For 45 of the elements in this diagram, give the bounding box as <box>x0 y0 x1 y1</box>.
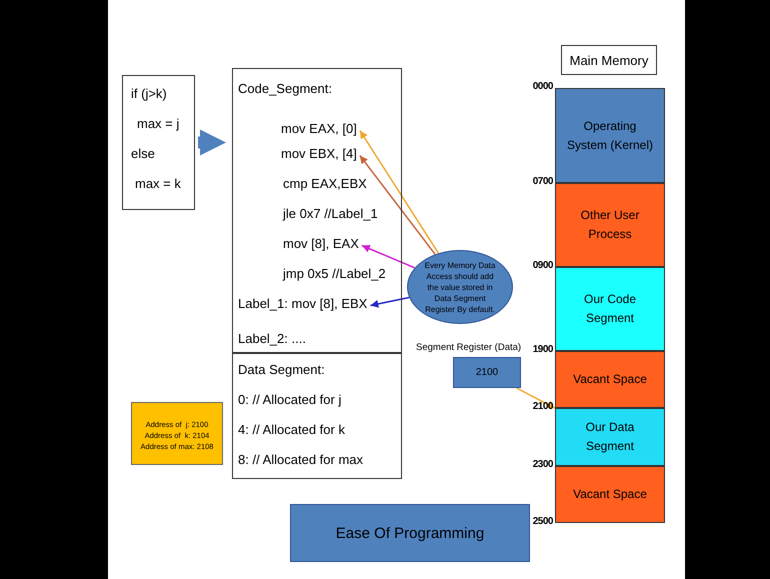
segment-heading: Code_Segment: <box>238 81 332 96</box>
address-label: 2300 <box>532 459 553 470</box>
address-label: 2100 <box>532 401 553 412</box>
instruction-text: jle 0x7 //Label_1 <box>283 206 378 221</box>
instruction-text: cmp EAX,EBX <box>283 176 367 191</box>
memory-block: Our Data Segment <box>555 408 665 466</box>
callout-text: Every Memory Data Access should add the value stored in Data Segment Register By default. <box>424 260 496 315</box>
arrow <box>359 155 436 255</box>
instruction-text: jmp 0x5 //Label_2 <box>283 266 386 281</box>
memory-block: Other User Process <box>555 183 665 267</box>
register-label: Segment Register (Data) <box>416 342 522 353</box>
data-line: 0: // Allocated for j <box>238 392 342 407</box>
data-segment-box <box>232 353 402 479</box>
memory-block: Our Code Segment <box>555 267 665 351</box>
data-line: 4: // Allocated for k <box>238 422 345 437</box>
code-line: if (j>k) <box>131 86 167 101</box>
banner-box: Ease Of Programming <box>290 504 530 562</box>
code-line: max = j <box>137 116 180 131</box>
arrow <box>370 296 410 308</box>
address-label: 0000 <box>532 81 553 92</box>
instruction-text: mov EAX, [0] <box>281 121 357 136</box>
address-note-box <box>131 402 223 465</box>
instruction-text: mov [8], EAX <box>283 236 359 251</box>
address-label: 1900 <box>532 344 553 355</box>
arrow <box>359 130 440 254</box>
data-line: 8: // Allocated for max <box>238 452 364 467</box>
memory-block: Operating System (Kernel) <box>555 88 665 183</box>
register-box: 2100 <box>453 357 521 388</box>
code-line: max = k <box>135 176 181 191</box>
address-label: 0900 <box>532 260 553 271</box>
memory-block: Vacant Space <box>555 466 665 523</box>
address-label: 0700 <box>532 176 553 187</box>
code-segment-box <box>232 68 402 353</box>
instruction-text: mov EBX, [4] <box>281 146 357 161</box>
instruction-text: Label_2: .... <box>238 331 306 346</box>
block-arrow <box>198 130 226 156</box>
code-box <box>122 75 195 210</box>
arrow <box>362 244 415 269</box>
instruction-text: Label_1: mov [8], EBX <box>238 296 368 311</box>
code-line: else <box>131 146 155 161</box>
segment-heading: Data Segment: <box>238 362 325 377</box>
address-label: 2500 <box>532 516 553 527</box>
memory-title-box: Main Memory <box>561 45 657 75</box>
arrow <box>516 387 556 409</box>
memory-block: Vacant Space <box>555 351 665 408</box>
